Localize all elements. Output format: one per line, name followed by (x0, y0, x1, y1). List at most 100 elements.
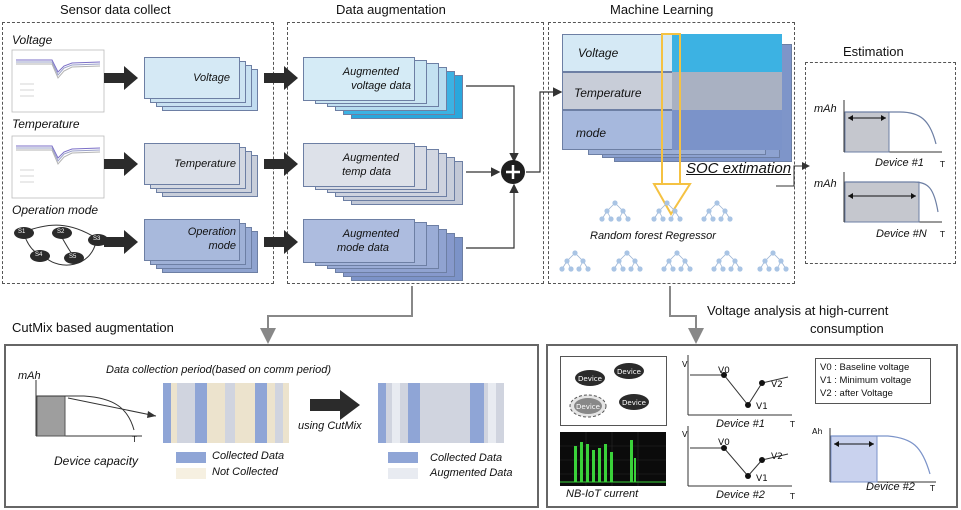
device1-v1-label: V1 (756, 402, 768, 412)
arrow-temperature-to-stack (104, 152, 138, 176)
decision-tree-icon (701, 200, 733, 222)
voltage-analysis-panel (546, 344, 958, 508)
voltage-mini-plot (11, 49, 105, 113)
augmented-voltage-label-line1: Augmented (342, 66, 399, 78)
device-label-1: Device (578, 375, 602, 383)
state-s4-node (30, 250, 50, 262)
decision-tree-icon (599, 200, 631, 222)
device1-v-axis-label: V (682, 360, 688, 369)
device1-v0-label: V0 (718, 366, 730, 376)
device1-capacity-plot (843, 100, 942, 153)
ml-voltage-label: Voltage (578, 46, 619, 60)
temperature-sensor-label: Temperature (12, 117, 80, 131)
legend-collected-2-swatch (388, 452, 418, 463)
cutmix-panel (4, 344, 539, 508)
estimation-mah-label-2: mAh (814, 178, 837, 190)
legend-v0: V0 : Baseline voltage (820, 362, 910, 373)
state-s5-node (64, 252, 84, 264)
augmented-mode-label-line1: Augmented (342, 228, 399, 240)
state-s4-label: S4 (35, 252, 43, 258)
temperature-mini-plot (11, 135, 105, 199)
device1-voltage-plot (687, 355, 792, 416)
collected-period-bar (163, 383, 289, 443)
legend-augmented-label: Augmented Data (430, 467, 513, 479)
device-capacity-plot (35, 380, 157, 437)
arrow-voltage-to-stack (104, 66, 138, 90)
ml-temperature-label: Temperature (574, 86, 642, 100)
augmented-temp-label-line2: temp data (342, 166, 391, 178)
augmentation-section-title: Data augmentation (336, 2, 446, 17)
mode-stack-label-line1: Operation (187, 226, 236, 238)
voltage-legend-box: V0 : Baseline voltage V1 : Minimum volta… (815, 358, 931, 404)
legend-collected-2-label: Collected Data (430, 452, 503, 464)
arrow-voltage-to-augmented (264, 66, 298, 90)
nbiot-current-label: NB-IoT current (566, 488, 639, 500)
cutmix-arrow (310, 390, 360, 420)
data-collection-period-label: Data collection period(based on comm per… (106, 364, 332, 376)
device2-capacity-plot (829, 428, 936, 483)
temperature-stack-label: Temperature (174, 158, 236, 170)
legend-augmented-swatch (388, 468, 418, 479)
arrow-mode-to-augmented (264, 230, 298, 254)
soc-estimation-label: SOC extimation (686, 160, 792, 177)
cutmix-t-label: T (132, 435, 137, 444)
ml-panel (548, 22, 795, 284)
decision-tree-icon (651, 200, 683, 222)
decision-tree-icon (611, 250, 643, 272)
device2-capacity-label: Device #2 (866, 481, 915, 493)
operation-mode-state-diagram (14, 224, 108, 266)
device-label-3: Device (576, 403, 600, 411)
device2-t-label: T (790, 492, 795, 501)
estimation-t-label-1: T (940, 160, 945, 169)
decision-tree-icon (559, 250, 591, 272)
arrow-temperature-to-augmented (264, 152, 298, 176)
augmented-temp-label-line1: Augmented (342, 152, 399, 164)
operation-mode-sensor-label: Operation mode (12, 203, 99, 217)
estimation-section-title: Estimation (843, 44, 904, 59)
voltage-stack-label: Voltage (193, 72, 230, 84)
augmented-mode-label-line2: mode data (337, 242, 389, 254)
estimation-t-label-2: T (940, 230, 945, 239)
augmented-voltage-label-line2: voltage data (351, 80, 411, 92)
cutmix-mah-label: mAh (18, 370, 41, 382)
state-s3-label: S3 (93, 236, 101, 242)
device2-ah-label: Ah (812, 427, 823, 436)
decision-tree-icon (757, 250, 789, 272)
deviceN-capacity-plot (843, 172, 942, 223)
device1-v2-label: V2 (771, 380, 783, 390)
device-label-4: Device (622, 399, 646, 407)
decision-tree-icon (661, 250, 693, 272)
mode-stack-label-line2: mode (208, 240, 236, 252)
state-s1-node (14, 227, 34, 239)
devices-box (560, 356, 667, 426)
state-s2-label: S2 (57, 229, 65, 235)
augmentation-panel (287, 22, 544, 284)
device2-v2-label: V2 (771, 452, 783, 462)
device1-voltage-label: Device #1 (716, 418, 765, 430)
legend-v1: V1 : Minimum voltage (820, 375, 912, 386)
augmented-period-bar (378, 383, 504, 443)
estimation-device1-label: Device #1 (875, 157, 924, 169)
using-cutmix-label: using CutMix (298, 420, 362, 432)
device1-t-label: T (790, 420, 795, 429)
combine-plus-icon (501, 160, 525, 184)
arrow-mode-to-stack (104, 230, 138, 254)
sensor-section-title: Sensor data collect (60, 2, 171, 17)
device2-voltage-plot (687, 426, 792, 487)
device2-v1-label: V1 (756, 474, 768, 484)
sensor-panel (2, 22, 274, 284)
state-s5-label: S5 (69, 254, 77, 260)
legend-v2: V2 : after Voltage (820, 388, 893, 399)
legend-collected-swatch (176, 452, 206, 463)
device2-voltage-label: Device #2 (716, 489, 765, 501)
device-capacity-label: Device capacity (54, 454, 139, 468)
voltage-sensor-label: Voltage (12, 33, 53, 47)
devices-illustration (569, 363, 649, 418)
state-s1-label: S1 (18, 229, 26, 235)
voltage-analysis-title-line2: consumption (810, 321, 884, 336)
decision-tree-icon (711, 250, 743, 272)
legend-not-collected-swatch (176, 468, 206, 479)
state-s3-node (88, 234, 108, 246)
device2-v-axis-label: V (682, 430, 688, 439)
